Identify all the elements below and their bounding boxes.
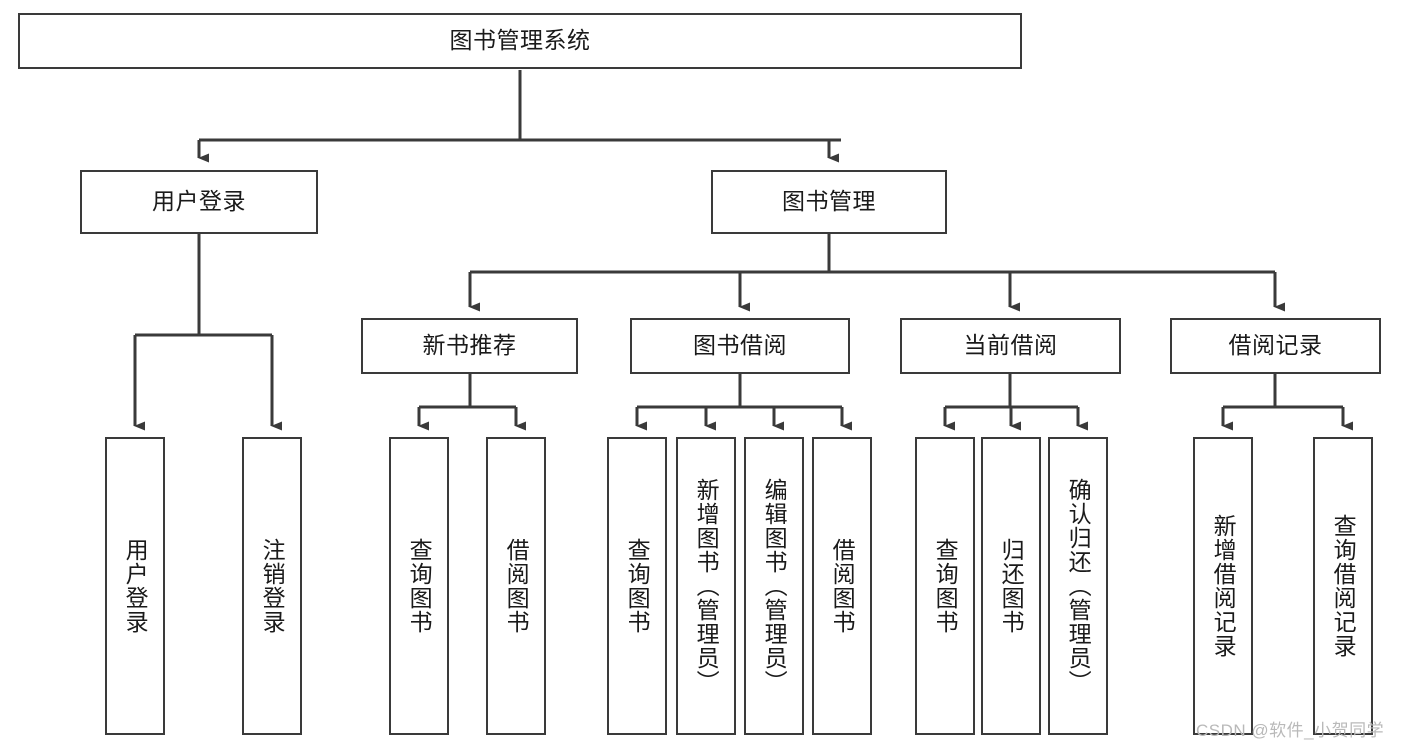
node-label: 编辑图书（管理员） [761, 478, 788, 694]
leaf-borrow-edit-book-admin[interactable]: 编辑图书（管理员） [744, 437, 804, 735]
leaf-borrow-query-book[interactable]: 查询图书 [607, 437, 667, 735]
node-label: 图书管理 [782, 188, 876, 215]
leaf-current-query-book[interactable]: 查询图书 [915, 437, 975, 735]
node-label: 查询图书 [624, 538, 651, 634]
node-borrow-record[interactable]: 借阅记录 [1170, 318, 1381, 374]
node-book-borrow[interactable]: 图书借阅 [630, 318, 850, 374]
connector-bookborrow-to-leaves [635, 373, 852, 431]
node-new-book-recommend[interactable]: 新书推荐 [361, 318, 578, 374]
connector-userlogin-to-leaves [133, 233, 282, 431]
node-label: 当前借阅 [963, 332, 1058, 359]
node-label: 用户登录 [152, 188, 246, 215]
node-label: 归还图书 [998, 538, 1025, 634]
leaf-borrow-add-book-admin[interactable]: 新增图书（管理员） [676, 437, 736, 735]
node-root-book-management-system[interactable]: 图书管理系统 [18, 13, 1022, 69]
node-label: 图书管理系统 [449, 27, 591, 54]
leaf-current-confirm-return-admin[interactable]: 确认归还（管理员） [1048, 437, 1108, 735]
node-label: 借阅图书 [503, 538, 530, 634]
node-label: 查询借阅记录 [1330, 514, 1357, 658]
node-book-management[interactable]: 图书管理 [711, 170, 947, 234]
leaf-borrow-borrow-book[interactable]: 借阅图书 [812, 437, 872, 735]
node-label: 图书借阅 [693, 332, 787, 359]
node-label: 用户登录 [122, 538, 149, 634]
node-label: 注销登录 [259, 538, 286, 634]
leaf-user-login[interactable]: 用户登录 [105, 437, 165, 735]
leaf-logout[interactable]: 注销登录 [242, 437, 302, 735]
leaf-recommend-borrow-book[interactable]: 借阅图书 [486, 437, 546, 735]
connector-currentborrow-to-leaves [943, 373, 1088, 431]
connector-root-to-level2 [197, 70, 841, 163]
leaf-record-add-borrow-record[interactable]: 新增借阅记录 [1193, 437, 1253, 735]
node-label: 新增借阅记录 [1210, 514, 1237, 658]
node-label: 新增图书（管理员） [693, 478, 720, 694]
node-user-login[interactable]: 用户登录 [80, 170, 318, 234]
leaf-current-return-book[interactable]: 归还图书 [981, 437, 1041, 735]
leaf-recommend-query-book[interactable]: 查询图书 [389, 437, 449, 735]
node-label: 查询图书 [406, 538, 433, 634]
node-label: 新书推荐 [422, 332, 517, 359]
node-label: 查询图书 [932, 538, 959, 634]
leaf-record-query-borrow-record[interactable]: 查询借阅记录 [1313, 437, 1373, 735]
connector-newbook-to-leaves [417, 373, 526, 431]
node-label: 借阅记录 [1228, 332, 1323, 359]
node-current-borrow[interactable]: 当前借阅 [900, 318, 1121, 374]
node-label: 确认归还（管理员） [1065, 478, 1092, 694]
connector-borrowrecord-to-leaves [1221, 373, 1353, 431]
node-label: 借阅图书 [829, 538, 856, 634]
connector-bookmgmt-to-level3 [468, 233, 1285, 312]
